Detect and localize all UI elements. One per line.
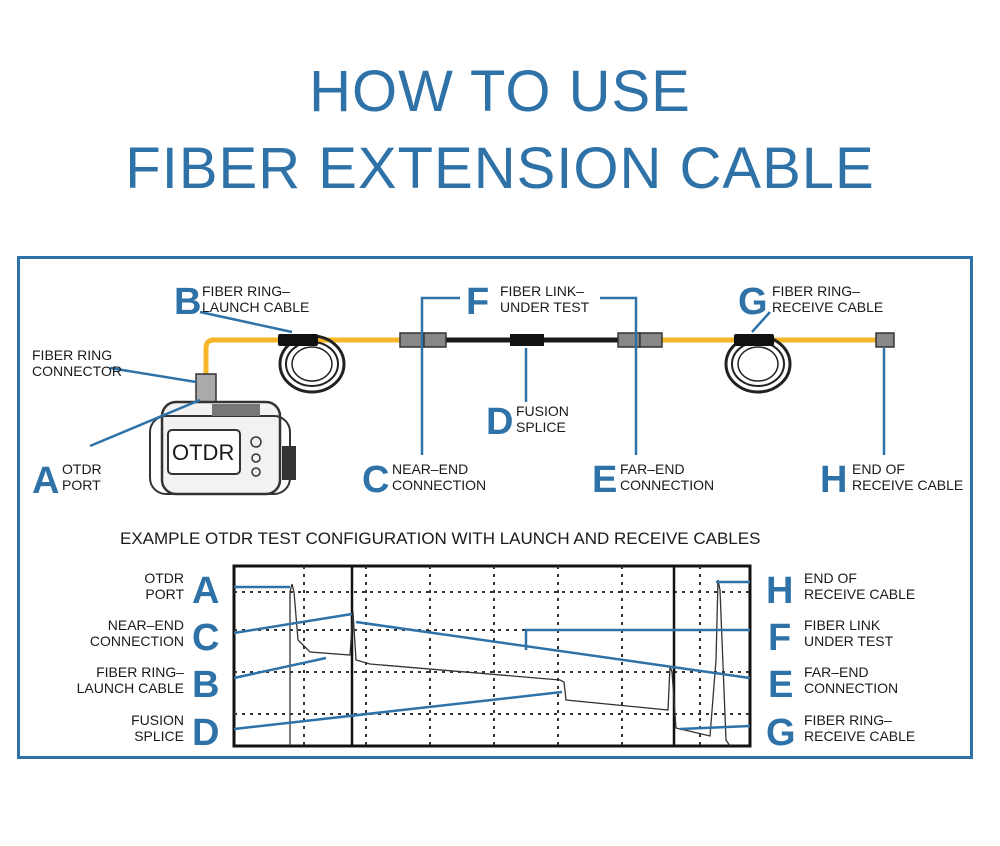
trace-right-h-letter: H (766, 570, 793, 612)
trace-left-d-line1: FUSION (131, 712, 184, 728)
end-connector (875, 332, 895, 348)
trace-right-e-line2: CONNECTION (804, 680, 898, 696)
trace-left-d-line2: SPLICE (134, 728, 184, 744)
label-e-letter: E (592, 459, 617, 501)
label-h-line1: END OF (852, 461, 905, 477)
trace-right-g-line2: RECEIVE CABLE (804, 728, 915, 744)
trace-left-a-letter: A (192, 570, 219, 612)
title-line-2: FIBER EXTENSION CABLE (125, 136, 875, 201)
fusion-splice-block (510, 334, 544, 346)
label-g-line2: RECEIVE CABLE (772, 299, 883, 315)
label-e-line2: CONNECTION (620, 477, 714, 493)
label-c-line2: CONNECTION (392, 477, 486, 493)
label-a-letter: A (32, 460, 59, 502)
near-end-connector (399, 332, 447, 348)
title-line-1: HOW TO USE (309, 59, 691, 124)
trace-right-e-letter: E (768, 664, 793, 706)
trace-leader-lines (233, 580, 751, 731)
trace-left-b-line2: LAUNCH CABLE (77, 680, 184, 696)
label-f-line1: FIBER LINK– (500, 283, 584, 299)
trace-left-a-line1: OTDR (144, 570, 184, 586)
label-b-line1: FIBER RING– (202, 283, 290, 299)
otdr-device: OTDR (149, 373, 296, 496)
trace-left-c-line2: CONNECTION (90, 633, 184, 649)
label-h-line2: RECEIVE CABLE (852, 477, 963, 493)
trace-right-g-letter: G (766, 712, 796, 754)
label-e-line1: FAR–END (620, 461, 685, 477)
diagram-frame (17, 256, 973, 759)
trace-left-b-line1: FIBER RING– (96, 664, 184, 680)
trace-left-b-letter: B (192, 664, 219, 706)
trace-left-c-line1: NEAR–END (108, 617, 184, 633)
trace-right-h-line1: END OF (804, 570, 857, 586)
otdr-device-label: OTDR (172, 440, 234, 465)
label-f-line2: UNDER TEST (500, 299, 590, 315)
trace-left-d-letter: D (192, 712, 219, 754)
trace-left-a-line2: PORT (145, 586, 184, 602)
trace-right-f-letter: F (768, 617, 791, 659)
receive-ring (724, 334, 792, 394)
label-d-line1: FUSION (516, 403, 569, 419)
trace-heading: EXAMPLE OTDR TEST CONFIGURATION WITH LAU… (120, 529, 760, 548)
connector-label-1: FIBER RING (32, 347, 112, 363)
label-g-letter: G (738, 281, 768, 323)
trace-right-h-line2: RECEIVE CABLE (804, 586, 915, 602)
label-b-letter: B (174, 281, 201, 323)
label-c-letter: C (362, 459, 389, 501)
label-h-letter: H (820, 459, 847, 501)
trace-left-c-letter: C (192, 617, 219, 659)
connector-label-2: CONNECTOR (32, 363, 122, 379)
label-g-line1: FIBER RING– (772, 283, 860, 299)
label-b-line2: LAUNCH CABLE (202, 299, 309, 315)
launch-ring (278, 334, 346, 394)
label-c-line1: NEAR–END (392, 461, 468, 477)
far-end-connector (617, 332, 663, 348)
trace-screen (232, 564, 752, 748)
launch-cable (203, 337, 400, 376)
trace-right-g-line1: FIBER RING– (804, 712, 892, 728)
label-d-letter: D (486, 401, 513, 443)
top-leader-lines (89, 296, 886, 455)
label-a-line1: OTDR (62, 461, 102, 477)
label-d-line2: SPLICE (516, 419, 566, 435)
trace-right-f-line2: UNDER TEST (804, 633, 894, 649)
label-a-line2: PORT (62, 477, 101, 493)
trace-right-f-line1: FIBER LINK (804, 617, 881, 633)
label-f-letter: F (466, 281, 489, 323)
trace-right-e-line1: FAR–END (804, 664, 869, 680)
